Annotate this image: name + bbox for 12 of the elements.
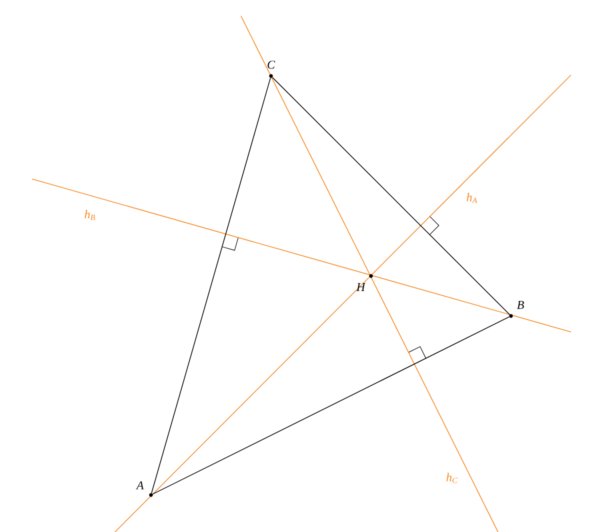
triangle-side: [151, 78, 271, 494]
triangle-side: [152, 316, 510, 494]
point: B: [509, 300, 524, 318]
point: C: [268, 60, 276, 78]
node-label: B: [517, 300, 524, 309]
altitude-label: h$_{A}$: [466, 192, 478, 204]
altitude-label: h$_{C}$: [446, 472, 458, 484]
point: A: [136, 481, 153, 497]
node-label: C: [268, 60, 276, 69]
node-label: A: [136, 481, 144, 490]
triangle-side: [272, 77, 510, 315]
altitude-label: h$_{B}$: [84, 210, 96, 220]
